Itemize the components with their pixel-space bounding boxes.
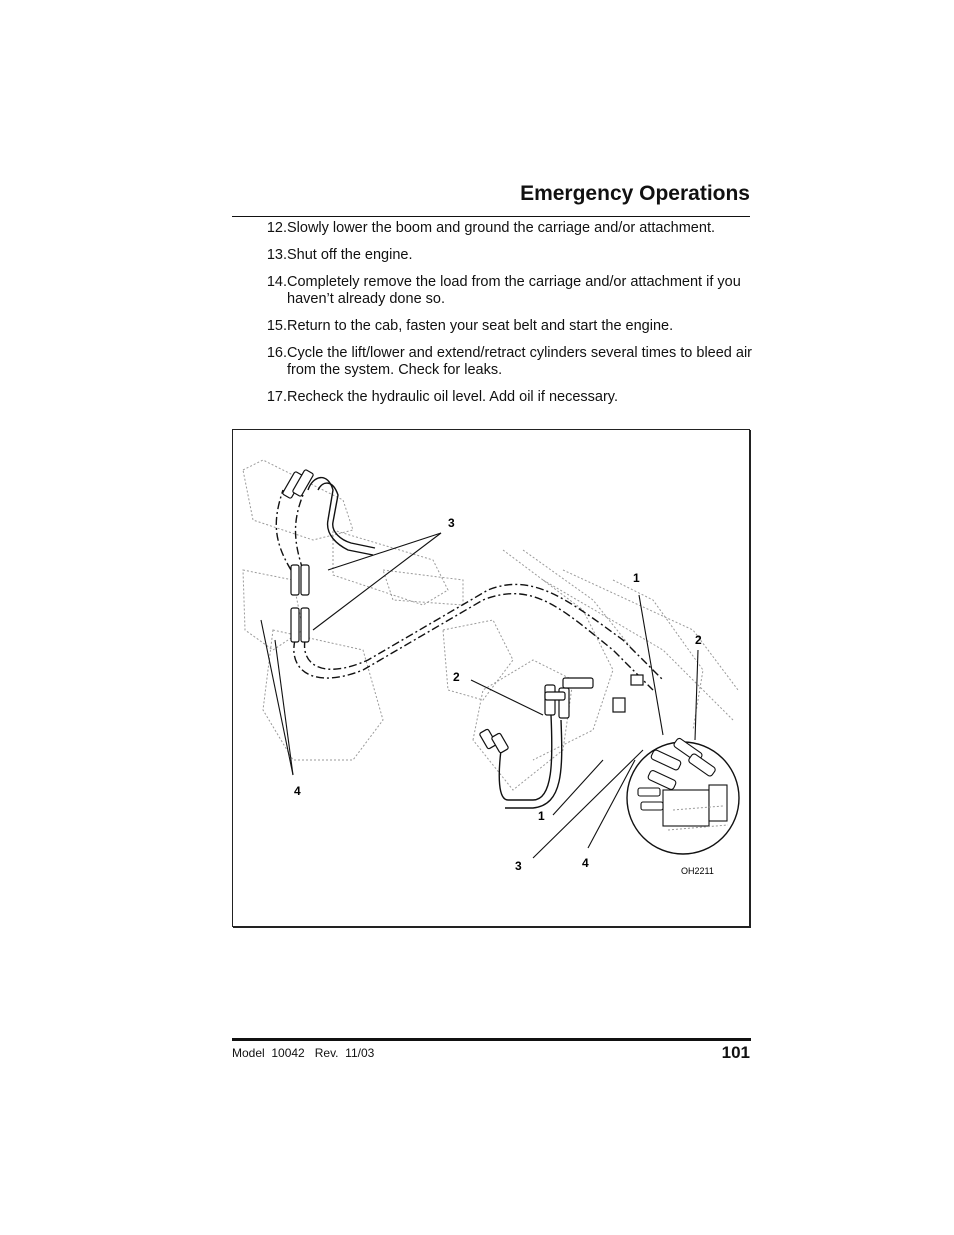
hose-fittings [282, 469, 644, 754]
title-rule [232, 216, 750, 217]
procedure-steps: 12. Slowly lower the boom and ground the… [232, 220, 752, 416]
callout-2-right: 2 [695, 633, 702, 647]
step-13: 13. Shut off the engine. [232, 247, 752, 264]
callout-1-bottom: 1 [538, 809, 545, 823]
page-title: Emergency Operations [520, 182, 750, 205]
hose-routes [275, 476, 664, 809]
step-number: 15. [266, 318, 287, 334]
step-number: 14. [266, 274, 287, 290]
figure-id: OH2211 [681, 866, 714, 876]
step-text: Recheck the hydraulic oil level. Add oil… [287, 389, 618, 405]
callout-4-bottom: 4 [582, 856, 589, 870]
step-14: 14. Completely remove the load from the … [232, 274, 752, 308]
control-valve-detail [626, 737, 740, 855]
footer-model-revision: Model 10042 Rev. 11/03 [232, 1046, 375, 1060]
callout-3-top: 3 [448, 516, 455, 530]
callout-3-bottom: 3 [515, 859, 522, 873]
step-number: 12. [266, 220, 287, 236]
footer-rule [232, 1038, 751, 1041]
page-number: 101 [721, 1043, 750, 1062]
step-number: 13. [266, 247, 287, 263]
step-text: Shut off the engine. [287, 247, 413, 263]
leader-lines [260, 532, 699, 859]
hydraulic-hose-illustration: 3 1 2 2 4 1 3 4 OH2211 [242, 459, 740, 876]
step-text: Completely remove the load from the carr… [287, 274, 741, 307]
step-17: 17. Recheck the hydraulic oil level. Add… [232, 389, 752, 406]
callout-4-left: 4 [294, 784, 301, 798]
step-12: 12. Slowly lower the boom and ground the… [232, 220, 752, 237]
step-15: 15. Return to the cab, fasten your seat … [232, 318, 752, 335]
step-text: Cycle the lift/lower and extend/retract … [287, 345, 753, 378]
step-16: 16. Cycle the lift/lower and extend/retr… [232, 345, 752, 379]
hydraulic-hose-figure: 3 1 2 2 4 1 3 4 OH2211 [232, 429, 750, 927]
step-text: Slowly lower the boom and ground the car… [287, 220, 715, 236]
callout-2-mid: 2 [453, 670, 460, 684]
step-number: 16. [266, 345, 287, 361]
step-number: 17. [266, 389, 287, 405]
callout-1-top: 1 [633, 571, 640, 585]
step-text: Return to the cab, fasten your seat belt… [287, 318, 674, 334]
